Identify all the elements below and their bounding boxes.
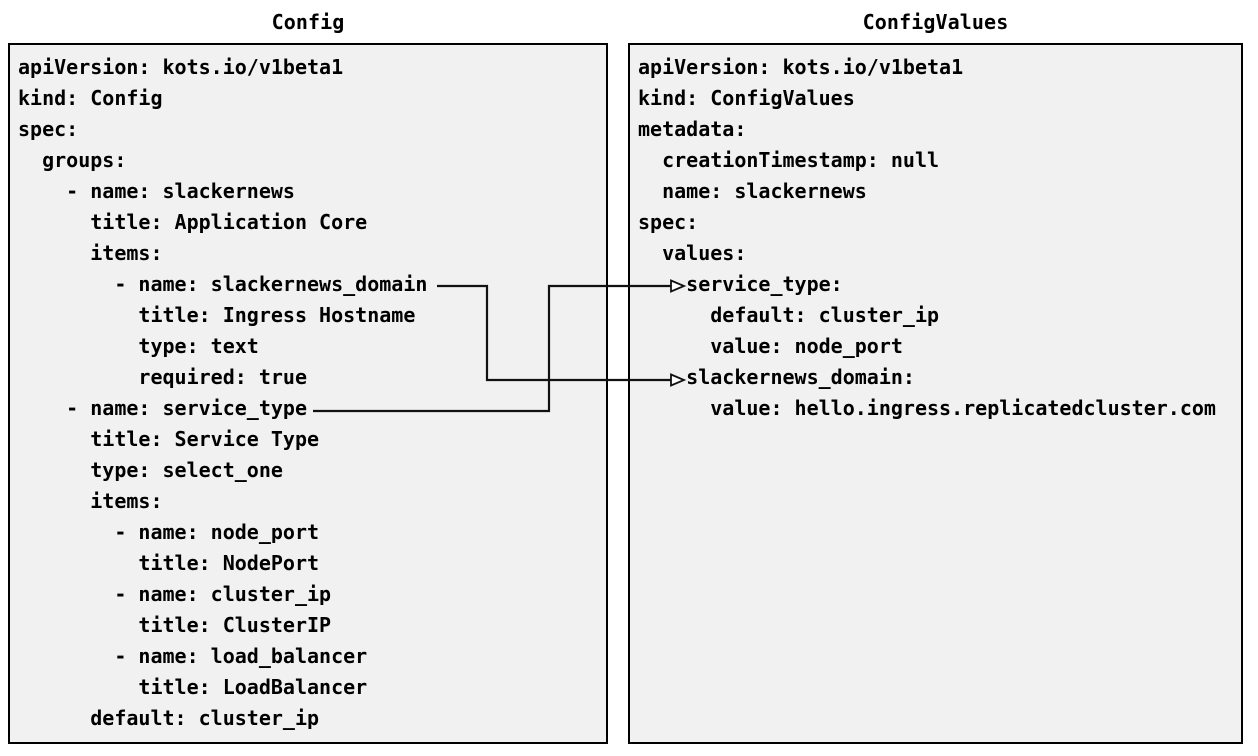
configvalues-panel: apiVersion: kots.io/v1beta1 kind: Config… [628, 43, 1243, 744]
config-panel-title: Config [271, 10, 345, 34]
configvalues-yaml-code: apiVersion: kots.io/v1beta1 kind: Config… [638, 55, 1216, 420]
config-panel: apiVersion: kots.io/v1beta1 kind: Config… [8, 43, 608, 744]
configvalues-panel-title: ConfigValues [862, 10, 1009, 34]
config-yaml-code: apiVersion: kots.io/v1beta1 kind: Config… [18, 55, 428, 730]
